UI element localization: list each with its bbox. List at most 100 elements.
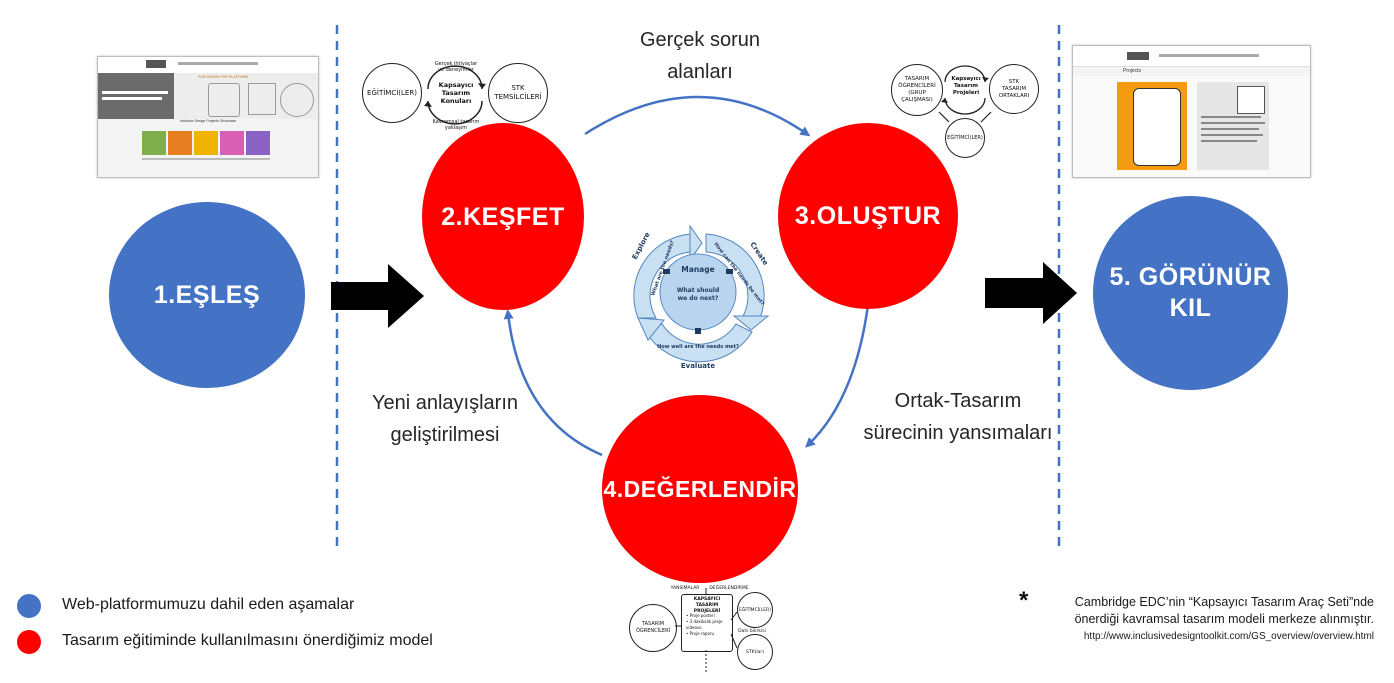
manage-icon-right <box>726 269 733 274</box>
flow-label-top-line1: Gerçek sorun <box>639 29 761 51</box>
kesfet-educators-circle: EĞİTİMCİ(LER) <box>362 63 422 123</box>
stage-1-label: 1.EŞLEŞ <box>153 281 261 309</box>
degerlendir-expert-label: Dahi bilirkisi <box>738 629 766 634</box>
degerlendir-students-line1: TASARIM <box>641 621 665 627</box>
kesfet-top-line2: ve deneyimler <box>438 67 474 73</box>
note-url: http://www.inclusivedesigntoolkit.com/GS… <box>1083 631 1374 642</box>
projects-page-thumbnail: Projects <box>1072 45 1311 178</box>
kesfet-ngo-line2: TEMSİLCİLERİ <box>494 93 542 101</box>
flow-label-left-line2: geliştirilmesi <box>390 424 500 446</box>
stage-olustur: 3.OLUŞTUR <box>778 123 958 309</box>
platform-homepage-thumbnail: FOR DESIGN THE PLATFORM Inclusive Design… <box>97 56 319 178</box>
kesfet-top-note: Gerçek ihtiyaçlar ve deneyimler <box>428 61 484 73</box>
legend-blue-dot <box>17 594 41 618</box>
evaluate-label: Evaluate <box>681 362 716 370</box>
flow-label-right-line1: Ortak-Tasarım <box>894 390 1022 412</box>
stage-degerlendir: 4.DEĞERLENDİR <box>602 395 798 583</box>
center-question-line2: we do next? <box>678 295 719 302</box>
stage-kesfet: 2.KEŞFET <box>422 123 584 310</box>
stage-5-label-line1: 5. GÖRÜNÜR <box>1109 263 1272 291</box>
center-question-line1: What should <box>677 287 719 294</box>
degerlendir-students-line2: ÖĞRENCİLERİ <box>635 628 671 634</box>
kesfet-top-line1: Gerçek ihtiyaçlar <box>434 61 478 67</box>
stage-2-label: 2.KEŞFET <box>441 202 565 231</box>
kesfet-center-text: Kapsayıcı Tasarım Konuları <box>428 81 484 105</box>
kesfet-center-line1: Kapsayıcı <box>438 81 474 89</box>
olustur-ngo-line1: STK <box>1008 78 1020 85</box>
thumb-right-header <box>1073 46 1310 67</box>
degerlendir-ngo-circle: STK(lar) <box>737 634 773 670</box>
olustur-students-line3: (GRUP ÇALIŞMASI) <box>901 90 933 103</box>
arrow-degerlendir-to-kesfet <box>503 309 603 457</box>
olustur-students-line2: ÖĞRENCİLERİ <box>898 83 936 89</box>
legend-red-dot <box>17 630 41 654</box>
thumb-left-hero: FOR DESIGN THE PLATFORM <box>98 73 318 119</box>
stage-5-label-line2: KIL <box>1169 294 1212 322</box>
manage-icon-left <box>663 269 670 274</box>
thumb-left-header <box>98 57 318 74</box>
degerlendir-box-title2: PROJELERİ <box>693 609 721 614</box>
create-arrowhead <box>732 315 770 331</box>
degerlendir-connectors <box>675 588 738 674</box>
kesfet-bottom-line2: yaklaşım <box>444 125 468 131</box>
olustur-center-line3: Projeleri <box>952 90 980 96</box>
degerlendir-item1: Proje posteri <box>689 613 715 618</box>
thumb-right-project-image <box>1117 82 1187 170</box>
evaluate-arrowhead <box>637 317 665 341</box>
flow-label-right-line2: sürecinin yansımaları <box>863 422 1053 444</box>
kesfet-center-line3: Konuları <box>440 97 472 105</box>
degerlendir-item3: Proje raporu <box>689 631 715 636</box>
stage-3-label: 3.OLUŞTUR <box>794 202 942 230</box>
explore-arrowhead <box>689 224 703 262</box>
note-line1: Cambridge EDC’nin “Kapsayıcı Tasarım Ara… <box>1074 595 1374 609</box>
degerlendir-projects-box: KAPSAYICI TASARIM PROJELERİ • Proje post… <box>681 594 733 652</box>
evaluate-question: How well are the needs met? <box>657 344 739 350</box>
degerlendir-ngo-label: STK(lar) <box>746 649 764 655</box>
arrow-right-1 <box>331 264 424 328</box>
degerlendir-educators-circle: EĞİTİMCİ(LER) <box>737 592 773 628</box>
legend-blue-text: Web-platformumuzu dahil eden aşamalar <box>62 596 355 613</box>
olustur-center-line2: Tasarım <box>953 83 979 89</box>
thumb-left-headline: FOR DESIGN THE PLATFORM <box>198 75 248 79</box>
degerlendir-box-title1: KAPSAYICI TASARIM <box>693 597 721 608</box>
olustur-cycle-arrows <box>938 65 992 123</box>
manage-label: Manage <box>681 265 714 274</box>
central-cycle-diagram: Manage What should we do next? Explore C… <box>631 224 770 370</box>
flow-label-left: Yeni anlayışların geliştirilmesi <box>345 387 545 451</box>
olustur-center-line1: Kapsayıcı <box>951 76 981 82</box>
kesfet-center-line2: Tasarım <box>441 89 471 97</box>
legend-red-text: Tasarım eğitiminde kullanılmasını önerdi… <box>62 632 433 649</box>
degerlendir-item2: 3 dakikalık proje videosu <box>686 619 723 630</box>
stage-eslestir: 1.EŞLEŞ <box>109 202 305 388</box>
olustur-educators-circle: EĞİTİMCİ(LER) <box>945 118 985 158</box>
flow-label-top-line2: alanları <box>667 61 733 83</box>
olustur-educators-label: EĞİTİMCİ(LER) <box>947 134 983 141</box>
kesfet-bottom-line1: Kavramsal tasarım <box>432 119 480 125</box>
degerlendir-box-title: KAPSAYICI TASARIM PROJELERİ <box>682 597 732 615</box>
flow-label-right: Ortak-Tasarım sürecinin yansımaları <box>838 385 1078 449</box>
arrow-right-2 <box>985 262 1077 324</box>
kesfet-ngo-line1: STK <box>511 84 525 92</box>
thumb-left-section-title: Inclusive Design Projects Showcase <box>179 119 237 123</box>
arrow-olustur-to-degerlendir <box>805 304 870 448</box>
flow-label-top: Gerçek sorun alanları <box>600 24 800 88</box>
olustur-center-text: Kapsayıcı Tasarım Projeleri <box>943 76 989 97</box>
degerlendir-evaluation-label: DEĞERLENDİRME <box>709 586 749 591</box>
degerlendir-box-items: • Proje posteri • 3 dakikalık proje vide… <box>686 613 723 636</box>
olustur-ngo-line3: ORTAKLARI <box>998 92 1030 99</box>
stage-4-label: 4.DEĞERLENDİR <box>603 476 797 502</box>
degerlendir-reflections-label: YANSIMALAR <box>670 586 700 591</box>
note-asterisk: * <box>1019 587 1029 614</box>
stage-gorunur-kil: 5. GÖRÜNÜR KIL <box>1093 196 1288 390</box>
degerlendir-educators-label: EĞİTİMCİ(LER) <box>738 607 772 613</box>
kesfet-educators-label: EĞİTİMCİ(LER) <box>367 88 417 97</box>
olustur-students-line1: TASARIM <box>904 76 930 82</box>
arrow-kesfet-to-olustur <box>584 95 811 137</box>
